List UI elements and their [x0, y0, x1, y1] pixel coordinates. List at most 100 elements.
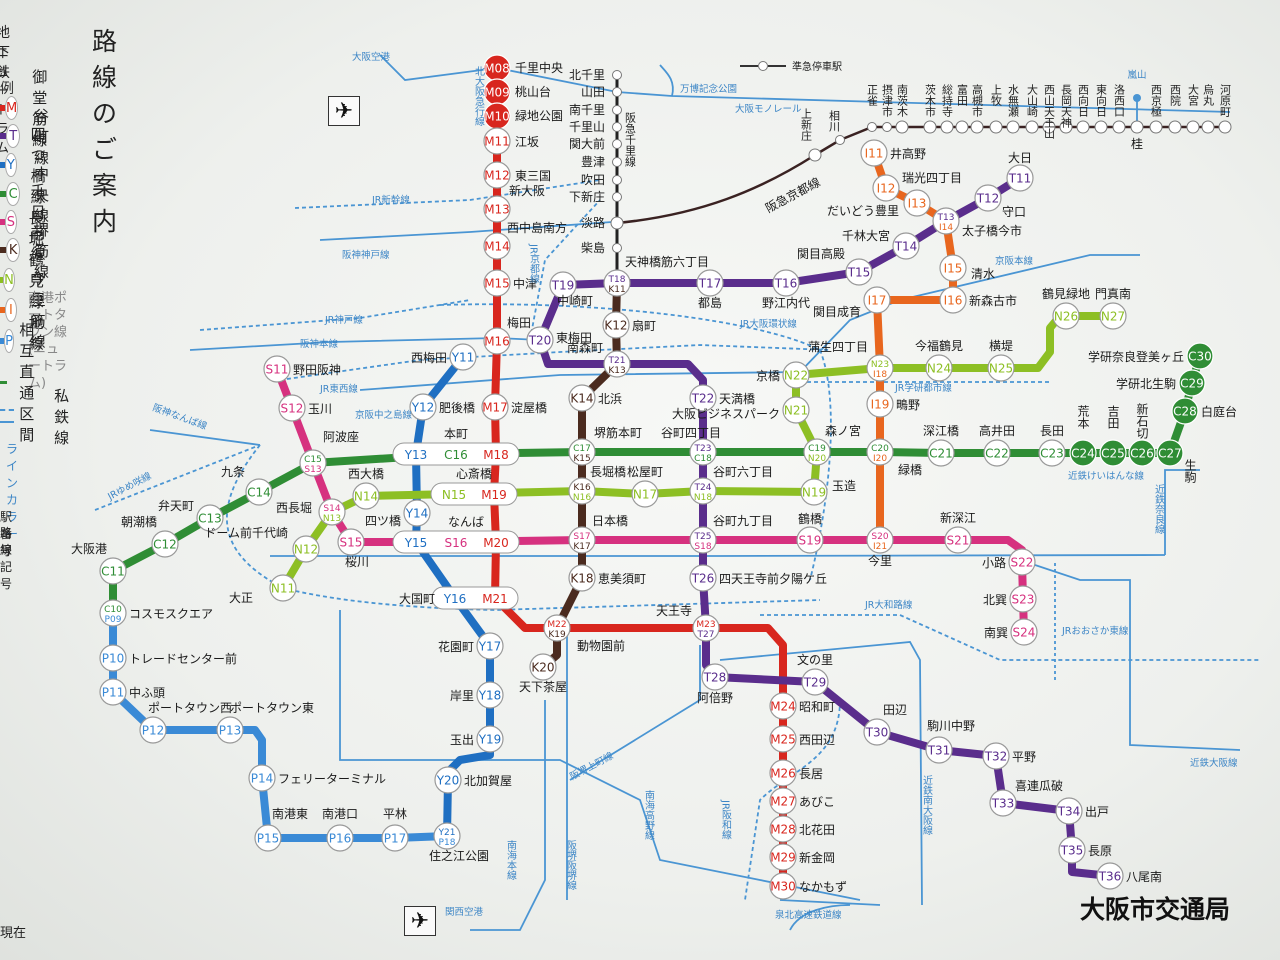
hankyu-station-marker[interactable]: [808, 148, 822, 162]
hankyu-station-marker[interactable]: [1130, 120, 1144, 134]
hankyu-station-marker[interactable]: [1006, 120, 1020, 134]
hankyu-station-marker[interactable]: [612, 139, 622, 149]
hankyu-station-marker[interactable]: [612, 192, 622, 202]
hankyu-station-marker[interactable]: [1094, 120, 1108, 134]
hankyu-station-marker[interactable]: [612, 70, 622, 80]
hankyu-station-marker[interactable]: [867, 122, 877, 132]
hankyu-station-marker[interactable]: [1149, 120, 1163, 134]
hankyu-station-marker[interactable]: [1168, 120, 1182, 134]
hankyu-station-marker[interactable]: [923, 120, 937, 134]
hankyu-station-marker[interactable]: [610, 216, 624, 230]
hankyu-station-marker[interactable]: [1059, 120, 1073, 134]
hankyu-station-marker[interactable]: [835, 135, 845, 145]
hankyu-station-marker[interactable]: [989, 120, 1003, 134]
hankyu-station-marker[interactable]: [1218, 120, 1232, 134]
hankyu-station-marker[interactable]: [955, 120, 969, 134]
arashiyama-station-dot[interactable]: [1133, 94, 1141, 102]
hankyu-station-marker[interactable]: [1186, 120, 1200, 134]
hankyu-station-marker[interactable]: [612, 122, 622, 132]
hankyu-station-marker[interactable]: [970, 120, 984, 134]
